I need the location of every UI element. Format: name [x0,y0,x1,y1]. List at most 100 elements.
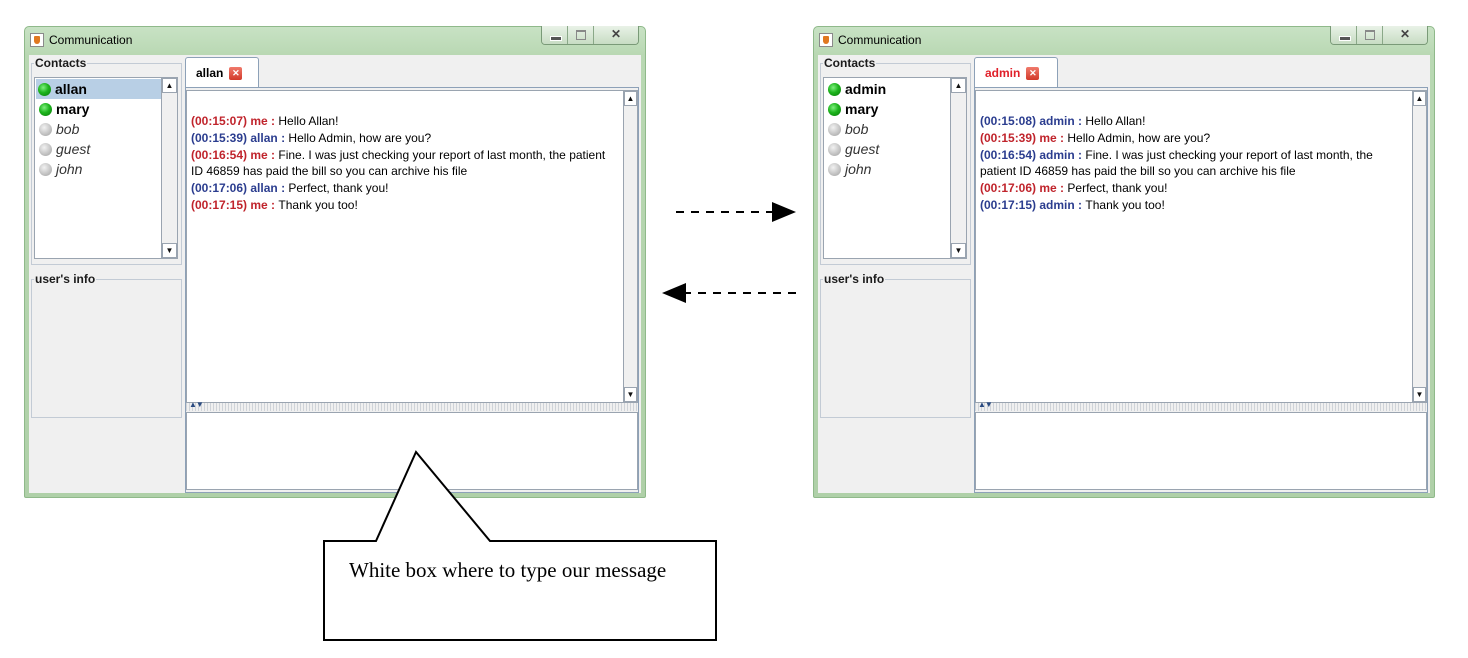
message-sender: admin [1039,147,1075,162]
contacts-scrollbar[interactable]: ▲ ▼ [951,77,967,259]
minimize-icon [1339,36,1351,41]
message-scrollbar[interactable]: ▲ ▼ [624,90,638,403]
chat-tabs: admin ✕ [974,57,1428,88]
chat-message: (00:15:07) me : Hello Allan! [191,113,619,130]
scroll-down-button[interactable]: ▼ [624,387,637,402]
maximize-button[interactable] [1357,26,1383,44]
contact-item-mary[interactable]: mary [37,99,89,119]
contacts-scrollbar[interactable]: ▲ ▼ [162,77,178,259]
communication-window-left: Communication ✕ Contacts allan mary bob gue… [24,26,646,498]
java-app-icon [819,33,833,47]
sender-separator: : [267,147,279,162]
contacts-border [31,63,182,265]
contact-item-john[interactable]: john [826,159,871,179]
window-title: Communication [49,33,133,47]
chat-message: (00:16:54) me : Fine. I was just checkin… [191,147,619,181]
contact-name: mary [56,101,90,117]
contact-name: guest [845,141,880,157]
split-arrows-icon[interactable]: ▲▼ [189,400,204,409]
contact-item-allan[interactable]: allan [36,79,161,99]
message-text: Fine. I was just checking your report of… [980,147,1373,179]
contact-item-john[interactable]: john [37,159,82,179]
contact-name: bob [56,121,80,137]
maximize-icon [576,30,586,40]
message-scrollbar[interactable]: ▲ ▼ [1413,90,1427,403]
chat-message: (00:15:39) allan : Hello Admin, how are … [191,130,619,147]
minimize-icon [550,36,562,41]
online-status-icon [828,82,841,96]
window-controls: ✕ [541,26,639,45]
message-time: (00:17:15) [980,197,1037,212]
scroll-up-button[interactable]: ▲ [162,78,177,93]
message-text: Hello Allan! [278,114,339,128]
message-time: (00:15:08) [980,114,1037,128]
message-time: (00:16:54) [980,147,1037,162]
window-controls: ✕ [1330,26,1428,45]
message-time: (00:17:06) [191,181,248,196]
tab-allan[interactable]: allan ✕ [185,57,259,88]
message-sender: admin [1039,197,1075,212]
split-arrows-icon[interactable]: ▲▼ [978,400,993,409]
scroll-up-button[interactable]: ▲ [624,91,637,106]
contact-item-guest[interactable]: guest [826,139,879,159]
tab-admin[interactable]: admin ✕ [974,57,1058,88]
title-bar[interactable]: Communication ✕ [25,26,645,55]
users-info-label: user's info [823,272,886,286]
online-status-icon [828,102,841,116]
split-divider[interactable]: ▲▼ [975,400,1427,411]
message-time: (00:17:15) [191,197,248,212]
chat-pane: (00:15:08) admin : Hello Allan!(00:15:39… [974,87,1428,493]
close-window-button[interactable]: ✕ [594,26,638,44]
close-tab-icon[interactable]: ✕ [1026,66,1040,80]
sender-separator: : [267,114,279,128]
maximize-button[interactable] [568,26,594,44]
window-title: Communication [838,33,922,47]
callout-text: White box where to type our message [349,558,667,582]
contact-item-bob[interactable]: bob [826,119,868,139]
contact-name: allan [55,81,87,97]
contacts-list[interactable]: admin mary bob guest john [823,77,951,259]
message-text: Thank you too! [1085,197,1165,212]
chat-message: (00:17:06) me : Perfect, thank you! [980,180,1408,197]
contact-item-mary[interactable]: mary [826,99,878,119]
tab-label: admin [985,66,1021,80]
chat-tabs: allan ✕ [185,57,639,88]
minimize-button[interactable] [1331,26,1357,44]
contact-item-bob[interactable]: bob [37,119,79,139]
message-text: Hello Allan! [1085,114,1146,128]
message-sender: me [1039,130,1057,145]
contacts-label: Contacts [34,56,88,70]
contact-name: mary [845,101,879,117]
scroll-up-button[interactable]: ▲ [951,78,966,93]
contact-name: bob [845,121,869,137]
close-tab-icon[interactable]: ✕ [229,66,243,80]
message-input[interactable] [975,412,1427,490]
title-bar[interactable]: Communication ✕ [814,26,1434,55]
split-divider[interactable]: ▲▼ [186,400,638,411]
message-sender: me [250,147,268,162]
minimize-button[interactable] [542,26,568,44]
message-history[interactable]: (00:15:07) me : Hello Allan!(00:15:39) a… [186,90,624,403]
scroll-up-button[interactable]: ▲ [1413,91,1426,106]
offline-status-icon [828,122,841,136]
scroll-down-button[interactable]: ▼ [951,243,966,258]
message-history[interactable]: (00:15:08) admin : Hello Allan!(00:15:39… [975,90,1413,403]
scroll-down-button[interactable]: ▼ [162,243,177,258]
users-info-panel: user's info [31,271,182,418]
scroll-down-button[interactable]: ▼ [1413,387,1426,402]
maximize-icon [1365,30,1375,40]
close-window-button[interactable]: ✕ [1383,26,1427,44]
contact-item-admin[interactable]: admin [826,79,886,99]
sender-separator: : [1056,130,1068,145]
contact-item-guest[interactable]: guest [37,139,90,159]
chat-message: (00:17:15) me : Thank you too! [191,197,619,214]
sender-separator: : [1074,197,1086,212]
offline-status-icon [39,142,52,156]
